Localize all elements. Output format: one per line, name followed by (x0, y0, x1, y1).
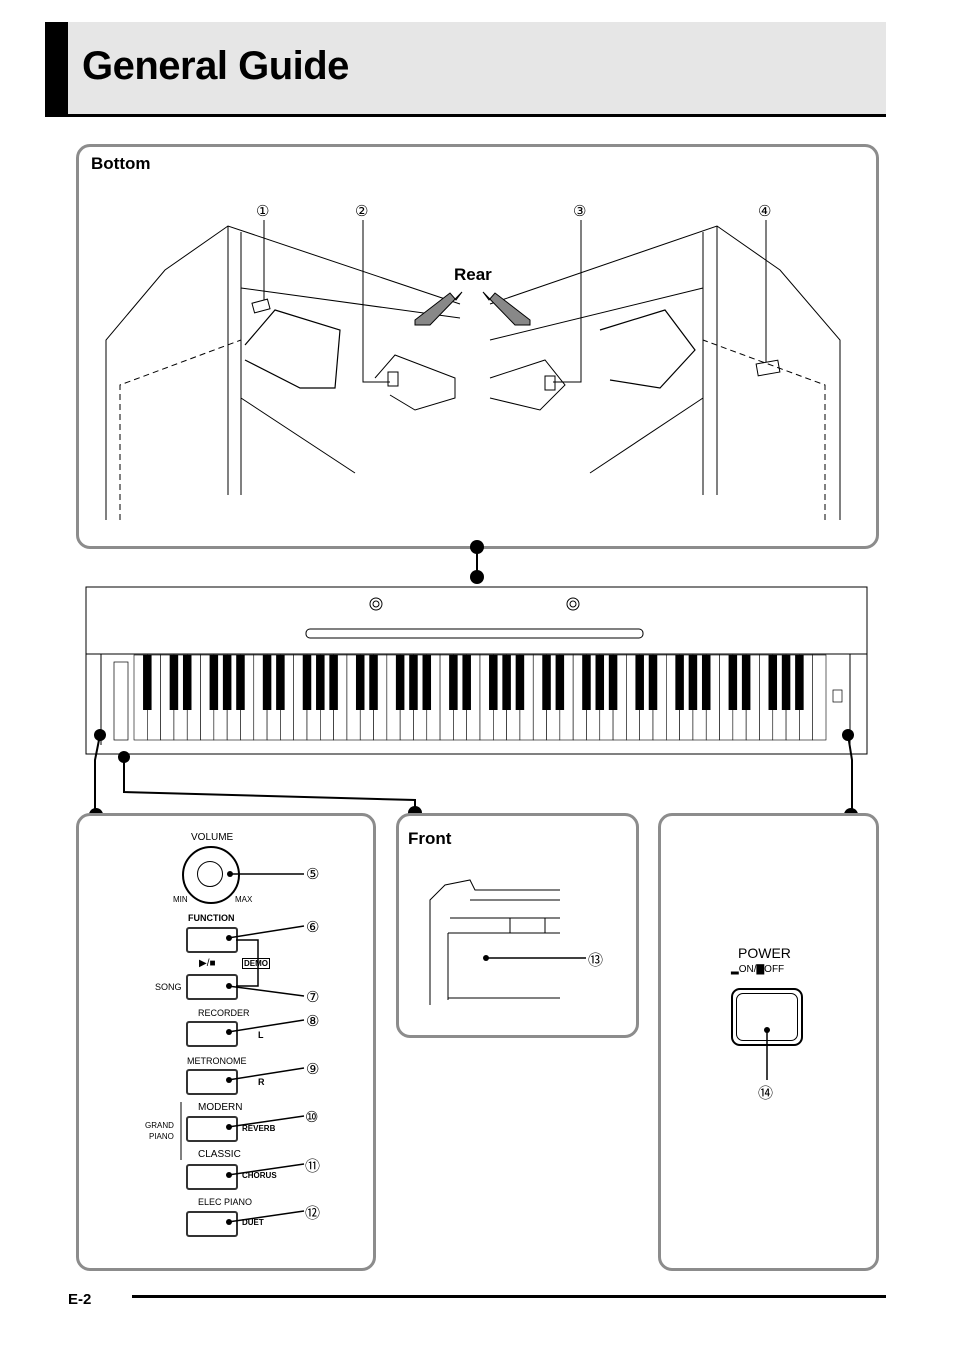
volume-min-label: MIN (173, 895, 188, 904)
black-key (169, 655, 179, 710)
rear-label: Rear (454, 265, 492, 284)
title-marker (45, 22, 68, 117)
recorder-label: RECORDER (198, 1008, 250, 1018)
song-label: SONG (155, 982, 182, 992)
metronome-label: METRONOME (187, 1056, 247, 1066)
black-key (781, 655, 791, 710)
footer-rule (132, 1295, 886, 1298)
callout-3: ③ (573, 203, 587, 220)
modern-label: MODERN (198, 1102, 243, 1113)
classic-button[interactable] (186, 1164, 238, 1190)
bottom-view-panel (76, 144, 879, 549)
piano-keyboard (133, 654, 827, 741)
black-key (768, 655, 778, 710)
callout-1: ① (256, 203, 270, 220)
callout-12: ⑫ (305, 1205, 321, 1222)
black-key (701, 655, 711, 710)
black-key (422, 655, 432, 710)
callout-6: ⑥ (306, 919, 320, 936)
black-key (489, 655, 498, 710)
black-key (236, 655, 245, 710)
black-key (462, 655, 471, 710)
power-detail-panel (658, 813, 879, 1271)
page-title: General Guide (82, 44, 349, 88)
metronome-button[interactable] (186, 1069, 238, 1095)
black-key (409, 655, 418, 710)
piano-label: PIANO (149, 1132, 174, 1141)
white-key (812, 654, 827, 741)
black-key (276, 655, 285, 710)
black-key (262, 655, 272, 710)
chorus-label: CHORUS (242, 1171, 277, 1180)
black-key (449, 655, 458, 710)
black-key (648, 655, 658, 710)
black-key (329, 655, 338, 710)
black-key (608, 655, 618, 710)
callout-11: ⑪ (305, 1158, 321, 1175)
black-key (302, 655, 312, 710)
metronome-r-label: R (258, 1077, 265, 1087)
front-detail-panel (396, 813, 639, 1038)
volume-max-label: MAX (235, 895, 253, 904)
reverb-label: REVERB (242, 1124, 276, 1133)
callout-5: ⑤ (306, 866, 320, 883)
title-bar (45, 22, 886, 117)
black-key (355, 655, 365, 710)
callout-7: ⑦ (306, 989, 320, 1006)
volume-knob-inner (197, 861, 223, 887)
play-stop-label: ▶/■ (199, 958, 216, 969)
callout-14: ⑭ (758, 1085, 774, 1102)
black-key (688, 655, 698, 710)
callout-9: ⑨ (306, 1061, 320, 1078)
volume-knob[interactable] (182, 846, 240, 904)
demo-label: DEMO (242, 958, 270, 969)
function-label: FUNCTION (188, 913, 235, 923)
front-label: Front (408, 829, 452, 848)
black-key (795, 655, 804, 710)
black-key (502, 655, 511, 710)
black-key (222, 655, 232, 710)
callout-8: ⑧ (306, 1013, 320, 1030)
black-key (582, 655, 591, 710)
black-key (316, 655, 325, 710)
black-key (369, 655, 378, 710)
black-key (143, 655, 152, 710)
black-key (515, 655, 525, 710)
black-key (675, 655, 684, 710)
callout-2: ② (355, 203, 369, 220)
black-key (555, 655, 565, 710)
grand-label: GRAND (145, 1121, 174, 1130)
power-on-off-label: ▂ON/▇OFF (731, 964, 785, 975)
black-key (595, 655, 605, 710)
bottom-label: Bottom (91, 154, 151, 173)
page-number: E-2 (68, 1291, 92, 1308)
callout-10: ⑩ (305, 1109, 319, 1126)
callout-13: ⑬ (588, 952, 604, 969)
black-key (542, 655, 551, 710)
black-key (395, 655, 405, 710)
duet-label: DUET (242, 1218, 264, 1227)
black-key (728, 655, 738, 710)
black-key (635, 655, 644, 710)
classic-label: CLASSIC (198, 1149, 241, 1160)
callout-4: ④ (758, 203, 772, 220)
recorder-l-label: L (258, 1030, 264, 1040)
black-key (209, 655, 219, 710)
elec-piano-label: ELEC PIANO (198, 1197, 253, 1207)
black-key (741, 655, 751, 710)
power-label: POWER (738, 945, 791, 961)
black-key (182, 655, 192, 710)
volume-label: VOLUME (191, 832, 234, 843)
